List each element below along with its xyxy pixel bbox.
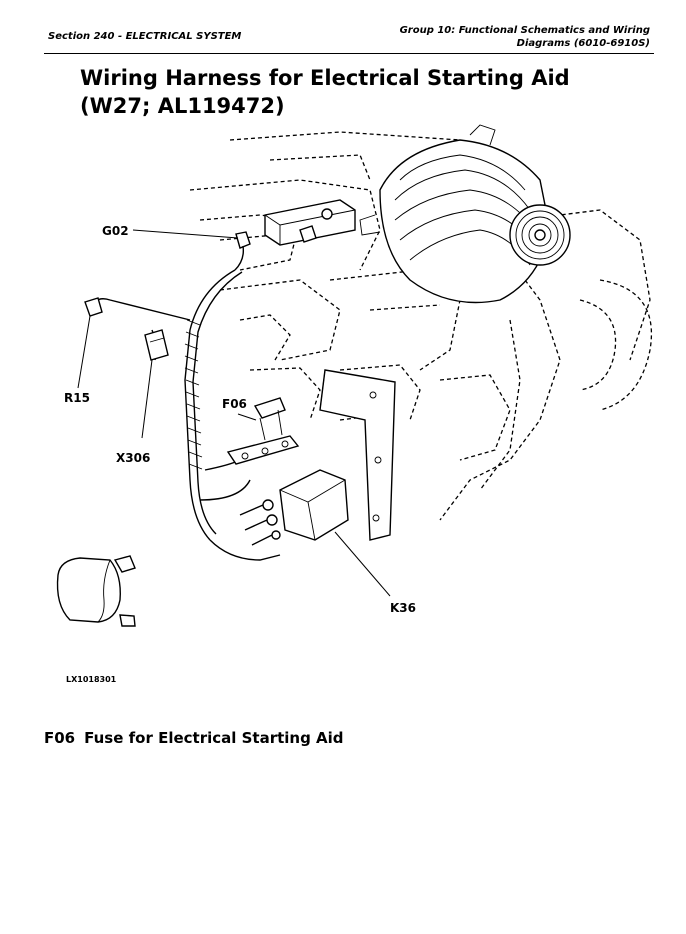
resistor-connector bbox=[84, 297, 103, 317]
callout-x306: X306 bbox=[116, 451, 150, 465]
group-header: Group 10: Functional Schematics and Wiri… bbox=[350, 24, 650, 50]
wiring-harness bbox=[89, 269, 281, 561]
header-rule bbox=[44, 53, 654, 54]
starting-aid-relay bbox=[239, 469, 349, 546]
callout-leaders bbox=[77, 229, 391, 597]
fuse-holder bbox=[226, 397, 300, 465]
wiring-harness-illustration: G02 R15 X306 F06 K36 bbox=[56, 124, 652, 627]
mounting-plate bbox=[319, 369, 396, 541]
callout-g02: G02 bbox=[102, 224, 129, 238]
section-header: Section 240 - ELECTRICAL SYSTEM bbox=[48, 31, 242, 42]
heater-element bbox=[56, 555, 136, 627]
ground-lug bbox=[234, 231, 251, 271]
callout-k36: K36 bbox=[390, 601, 416, 615]
group-header-line2: Diagrams (6010-6910S) bbox=[516, 38, 650, 49]
alternator bbox=[359, 124, 571, 304]
legend-description: Fuse for Electrical Starting Aid bbox=[84, 729, 344, 747]
figure-id: LX1018301 bbox=[66, 675, 117, 684]
terminal-bracket bbox=[264, 199, 356, 246]
callout-r15: R15 bbox=[64, 391, 90, 405]
callout-f06: F06 bbox=[222, 397, 247, 411]
legend: F06 Fuse for Electrical Starting Aid bbox=[44, 729, 344, 747]
page-title: Wiring Harness for Electrical Starting A… bbox=[80, 66, 570, 118]
x306-connector bbox=[144, 329, 169, 361]
group-header-line1: Group 10: Functional Schematics and Wiri… bbox=[399, 25, 650, 36]
legend-code: F06 bbox=[44, 729, 76, 747]
legend-item: F06 Fuse for Electrical Starting Aid bbox=[44, 729, 344, 747]
